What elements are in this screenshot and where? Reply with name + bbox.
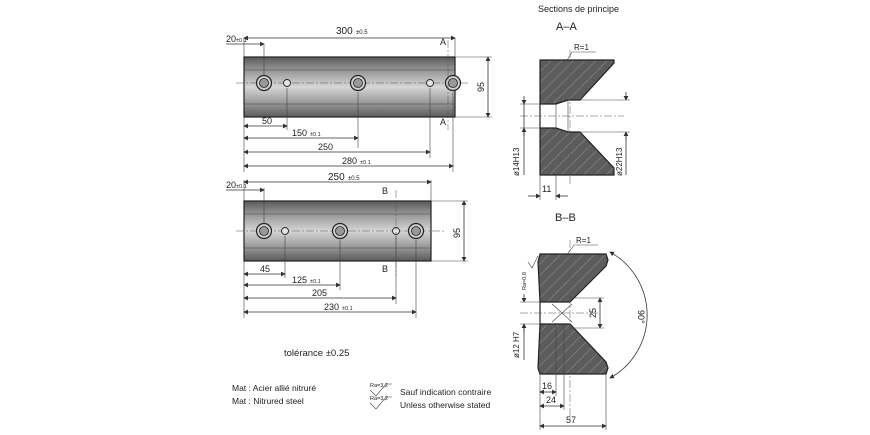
section-bb-title: B–B bbox=[555, 212, 576, 224]
section-bb-dim-25: 25 bbox=[588, 308, 598, 318]
section-bb-upper bbox=[537, 253, 609, 303]
dim-a-300-tol: ±0.5 bbox=[356, 30, 368, 36]
roughness-symbol-2: Ra=3,2 bbox=[370, 396, 388, 402]
bar-b-hole-2 bbox=[281, 227, 289, 235]
section-aa-radius: R=1 bbox=[574, 43, 589, 52]
section-aa-dim-11: 11 bbox=[542, 184, 551, 194]
dim-a-20: 20 bbox=[226, 34, 236, 44]
section-bb-radius: R=1 bbox=[576, 236, 591, 245]
dim-a-150: 150 bbox=[292, 128, 307, 138]
section-bb: B–B R=1 Ra=0,8 ø12 H7 25 90° 16 bbox=[512, 212, 648, 430]
dim-a-150-tol: ±0.1 bbox=[310, 132, 321, 138]
section-bb-angle-arc bbox=[609, 251, 648, 379]
material-en: Mat : Nitrured steel bbox=[232, 396, 304, 406]
bar-b-hole-5 bbox=[407, 222, 425, 240]
dim-b-205: 205 bbox=[312, 288, 327, 298]
section-bb-dim-24: 24 bbox=[546, 395, 556, 405]
roughness-note: Ra=3,2 Sauf indication contraire Ra=3,2 … bbox=[369, 383, 491, 410]
bar-a-hole-4 bbox=[426, 79, 434, 87]
dim-a-250: 250 bbox=[318, 142, 333, 152]
bar-a-hole-2 bbox=[283, 79, 291, 87]
section-bb-roughness: Ra=0,8 bbox=[522, 272, 528, 290]
view-a: A A 300 ±0.5 20 ±0.1 95 50 150 ±0.1 250 … bbox=[226, 26, 492, 172]
section-aa-lower bbox=[539, 127, 615, 176]
roughness-symbol-1: Ra=3,2 bbox=[370, 383, 388, 389]
bar-a-hole-5 bbox=[444, 74, 462, 92]
view-b: B B 250 ±0.5 20 ±0.1 95 45 125 ±0.1 205 … bbox=[226, 172, 468, 318]
sections-title: Sections de principe bbox=[538, 4, 619, 14]
cut-a-label-bottom: A bbox=[440, 117, 446, 127]
section-bb-dim-16: 16 bbox=[542, 381, 552, 391]
roughness-text-2: Unless otherwise stated bbox=[400, 400, 491, 410]
bar-a-hole-3 bbox=[349, 74, 367, 92]
dim-b-20: 20 bbox=[226, 180, 236, 190]
dim-b-125-tol: ±0.1 bbox=[310, 279, 321, 285]
dim-a-20-tol: ±0.1 bbox=[236, 38, 247, 44]
dim-a-50: 50 bbox=[262, 116, 272, 126]
dim-b-125: 125 bbox=[292, 275, 307, 285]
dim-b-250: 250 bbox=[328, 172, 345, 183]
section-bb-lower bbox=[537, 323, 609, 375]
roughness-text-1: Sauf indication contraire bbox=[400, 387, 491, 397]
bar-a-body bbox=[243, 56, 456, 118]
section-aa-dia-22: ø22H13 bbox=[615, 147, 624, 176]
section-aa: A–A R=1 ø14H13 ø22H13 11 bbox=[512, 21, 630, 200]
dim-b-230: 230 bbox=[324, 302, 339, 312]
dim-b-45: 45 bbox=[260, 264, 270, 274]
dim-a-280-tol: ±0.1 bbox=[360, 160, 371, 166]
section-bb-dim-57: 57 bbox=[566, 415, 576, 425]
dim-b-95: 95 bbox=[452, 228, 462, 238]
bar-a-hole-1 bbox=[255, 74, 273, 92]
dim-b-250-tol: ±0.5 bbox=[348, 176, 360, 182]
section-aa-title: A–A bbox=[556, 21, 577, 33]
bar-b-hole-3 bbox=[331, 222, 349, 240]
dim-b-20-tol: ±0.1 bbox=[236, 184, 247, 190]
cut-b-label-bottom: B bbox=[382, 264, 388, 274]
cut-b-label-top: B bbox=[382, 186, 388, 196]
dim-a-300: 300 bbox=[336, 26, 353, 37]
dim-b-230-tol: ±0.1 bbox=[342, 306, 353, 312]
dim-a-95: 95 bbox=[476, 82, 486, 92]
section-bb-angle-90: 90° bbox=[636, 310, 646, 324]
section-bb-dia-12: ø12 H7 bbox=[512, 331, 521, 358]
bar-b-hole-1 bbox=[255, 222, 273, 240]
material-fr: Mat : Acier allié nitruré bbox=[232, 383, 316, 393]
dim-a-280: 280 bbox=[342, 156, 357, 166]
cut-a-label-top: A bbox=[440, 37, 446, 47]
section-aa-upper bbox=[539, 59, 615, 105]
section-aa-dia-14: ø14H13 bbox=[512, 147, 521, 176]
tolerance-note: tolérance ±0.25 bbox=[284, 348, 349, 359]
